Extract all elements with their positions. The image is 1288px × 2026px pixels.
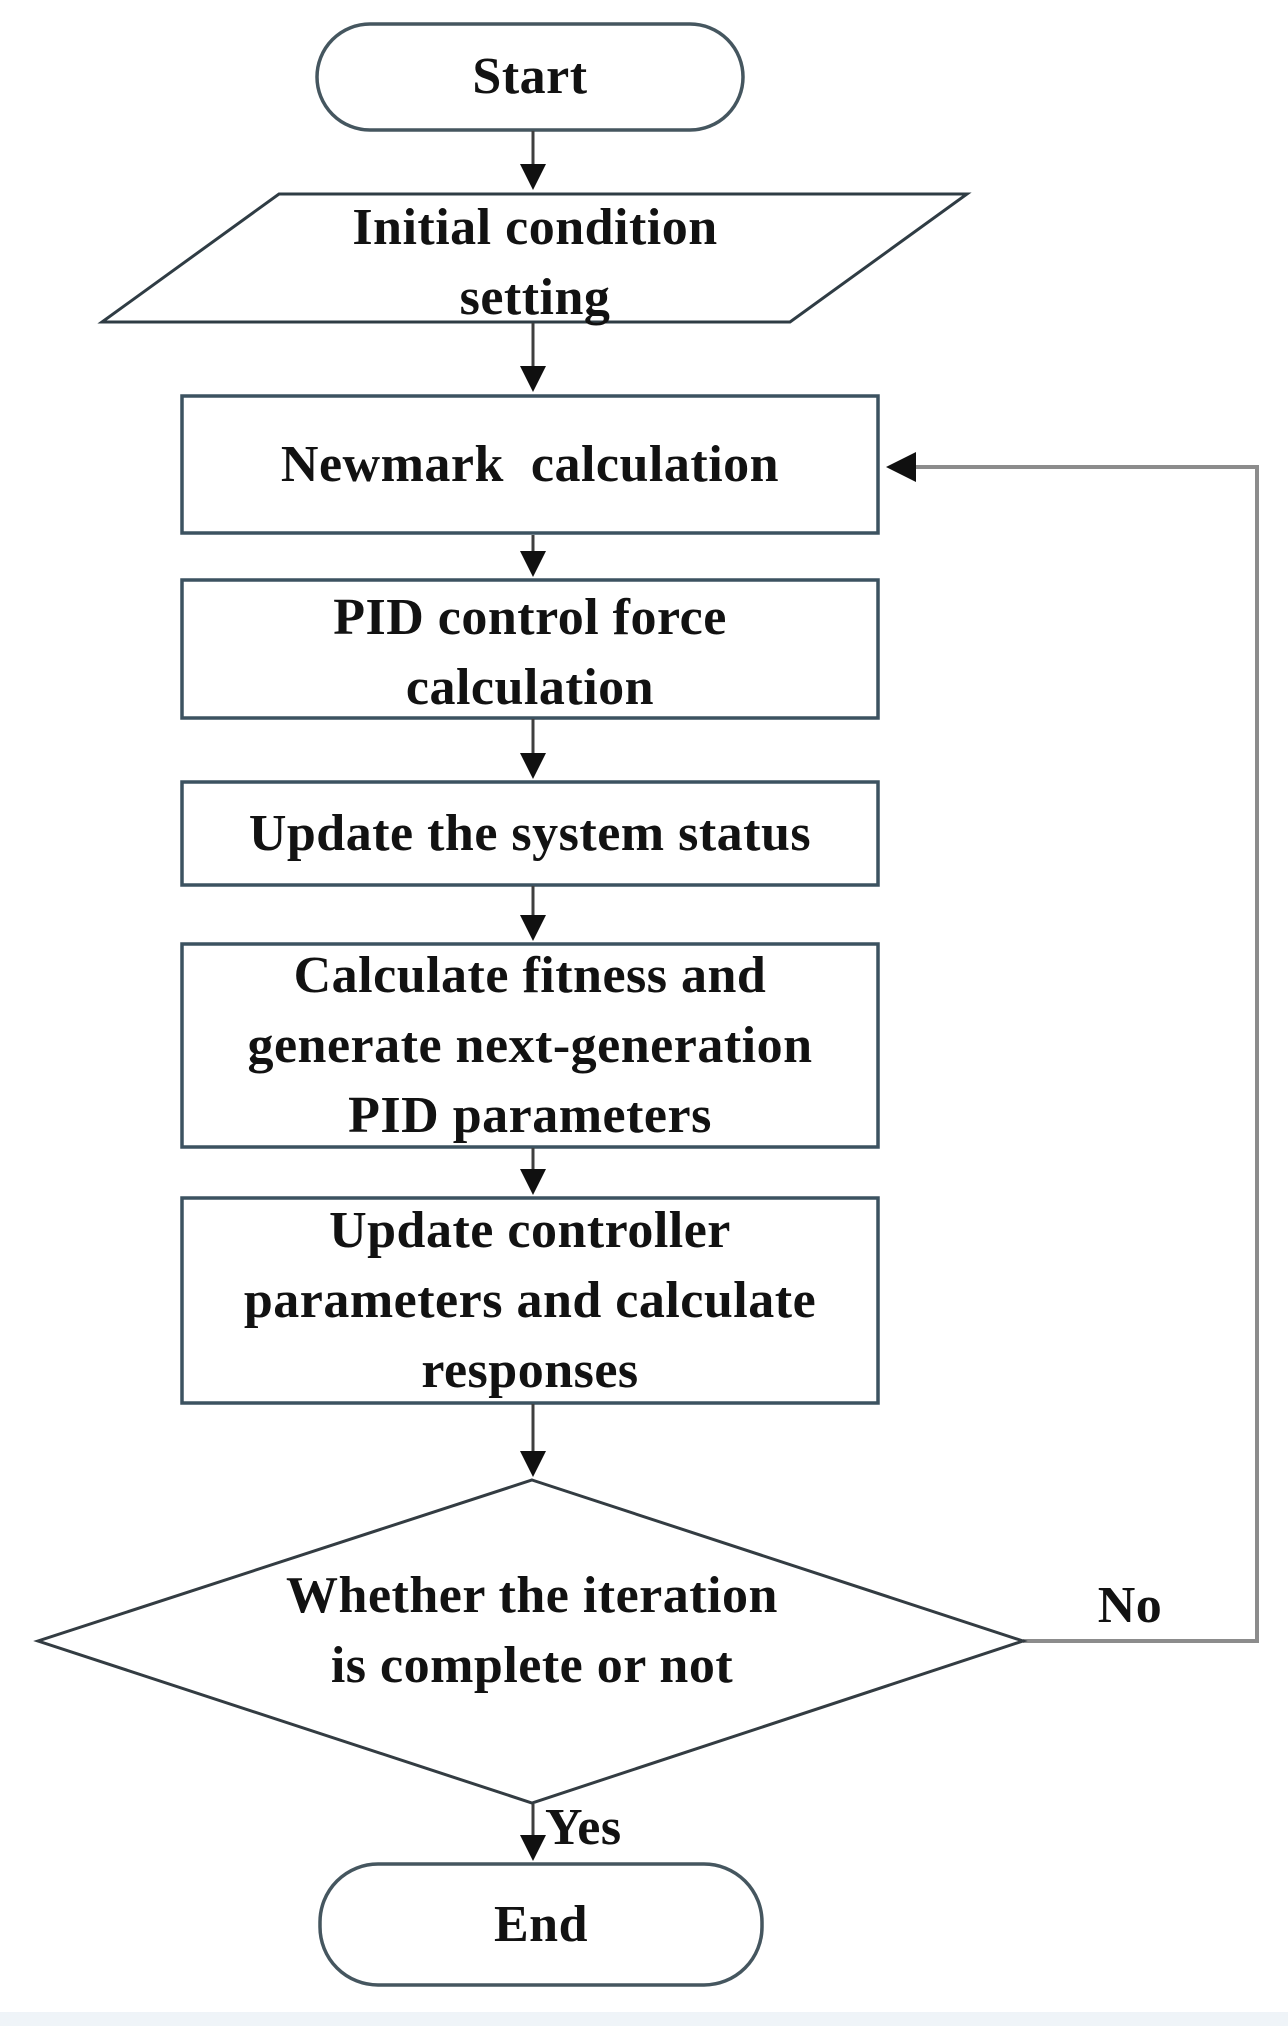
update-controller-label: Update controller parameters and calcula… [243, 1201, 817, 1399]
fitness-label: Calculate fitness and generate next-gene… [247, 946, 813, 1144]
arrowhead-icon [520, 1451, 546, 1477]
process-box-update-controller [180, 1196, 880, 1405]
end-terminator-shape [318, 1862, 764, 1987]
loop-back-connector [914, 465, 1259, 1643]
update-status-label: Update the system status [248, 804, 812, 862]
process-box-newmark [180, 394, 880, 535]
io-parallelogram-shape [97, 192, 972, 324]
arrowhead-icon [520, 164, 546, 190]
arrowhead-icon [520, 366, 546, 392]
process-box-fitness [180, 942, 880, 1149]
arrowhead-icon [520, 1835, 546, 1861]
no-edge-label: No [1097, 1577, 1163, 1634]
arrowhead-icon [520, 551, 546, 577]
initial-condition-label: Initial condition setting [352, 199, 718, 326]
process-box-pid-force [180, 578, 880, 720]
decision-diamond-shape [33, 1478, 1028, 1805]
process-box-update-status [180, 780, 880, 887]
start-label: Start [472, 48, 588, 105]
arrowhead-icon [520, 753, 546, 779]
decision-label: Whether the iteration is complete or not [286, 1567, 778, 1694]
start-terminator-shape [315, 22, 745, 132]
loop-back-arrowhead-icon [886, 452, 916, 482]
bottom-strip [0, 2012, 1288, 2026]
end-label: End [493, 1895, 589, 1953]
yes-edge-label: Yes [545, 1799, 622, 1856]
newmark-label: Newmark calculation [280, 435, 780, 493]
arrowhead-icon [520, 915, 546, 941]
pid-force-label: PID control force calculation [333, 589, 727, 716]
arrowhead-icon [520, 1169, 546, 1195]
